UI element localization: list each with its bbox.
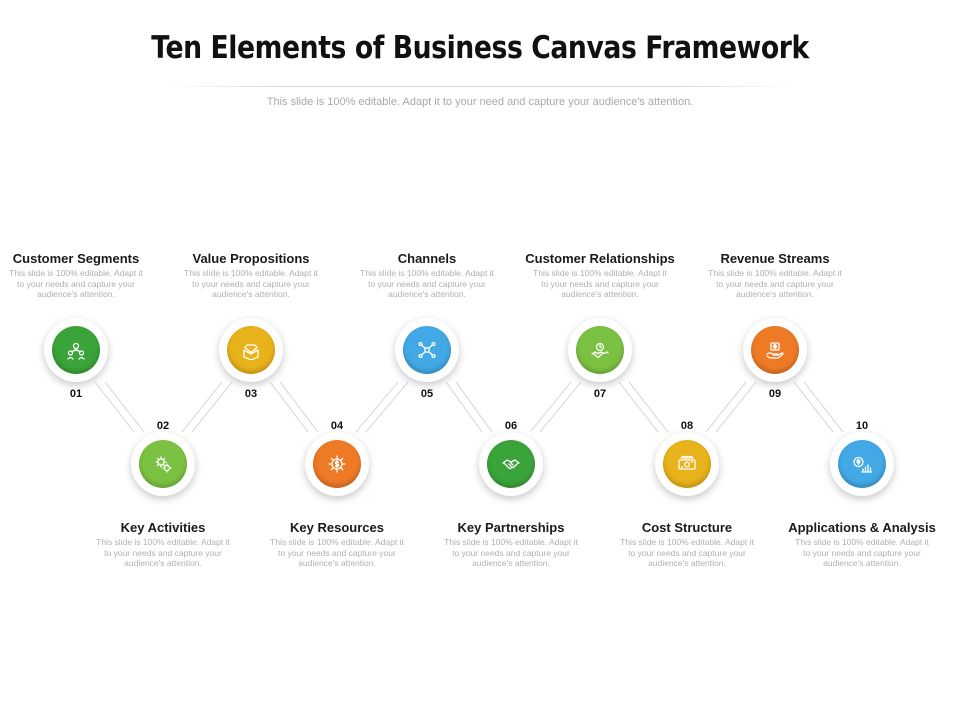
step-node-core (838, 440, 886, 488)
connector-line (705, 381, 747, 433)
step-number: 08 (680, 420, 694, 432)
step-description: This slide is 100% editable. Adapt it to… (795, 537, 929, 568)
step-description: This slide is 100% editable. Adapt it to… (444, 537, 578, 568)
step-number: 04 (330, 420, 344, 432)
step-description: This slide is 100% editable. Adapt it to… (620, 537, 754, 568)
step-description: This slide is 100% editable. Adapt it to… (270, 537, 404, 568)
step-node (479, 432, 543, 496)
money-bills-icon (678, 455, 696, 470)
gear-dollar-icon (328, 455, 346, 473)
connector-line (803, 381, 844, 433)
step-node (743, 318, 807, 382)
diamond-box-icon (243, 344, 259, 360)
step-node-core (52, 326, 100, 374)
step-title: Channels (397, 251, 457, 266)
connector-line (365, 381, 409, 433)
step-number: 05 (420, 388, 434, 400)
step-node (568, 318, 632, 382)
step-number: 01 (69, 388, 83, 400)
connector-line (445, 381, 483, 433)
step-number: 09 (768, 388, 782, 400)
step-number: 02 (156, 420, 170, 432)
step-description: This slide is 100% editable. Adapt it to… (360, 268, 494, 299)
step-title: Key Activities (120, 520, 206, 535)
analytics-chart-icon (853, 456, 872, 473)
connector-line (628, 381, 669, 433)
step-title: Customer Relationships (525, 251, 675, 266)
step-title: Value Propositions (192, 251, 310, 266)
connector-line (355, 381, 399, 433)
step-node (131, 432, 195, 496)
connector-line (269, 381, 309, 433)
step-title: Key Resources (290, 520, 384, 535)
step-node-core (663, 440, 711, 488)
step-title: Applications & Analysis (788, 520, 936, 535)
connector-line (539, 381, 582, 433)
connector-line (529, 381, 572, 433)
connector-line (793, 381, 834, 433)
step-node (44, 318, 108, 382)
connector-line (181, 381, 223, 433)
step-node-core (139, 440, 187, 488)
step-description: This slide is 100% editable. Adapt it to… (533, 268, 667, 299)
step-node (655, 432, 719, 496)
step-node-core (313, 440, 361, 488)
step-description: This slide is 100% editable. Adapt it to… (9, 268, 143, 299)
slide-subtitle: This slide is 100% editable. Adapt it to… (266, 96, 694, 108)
step-description: This slide is 100% editable. Adapt it to… (96, 537, 230, 568)
step-node-core (487, 440, 535, 488)
step-number: 06 (504, 420, 518, 432)
handshake-icon (502, 459, 520, 470)
step-title: Revenue Streams (720, 251, 830, 266)
step-title: Cost Structure (641, 520, 733, 535)
connector-line (455, 381, 493, 433)
gears-icon (155, 456, 172, 473)
step-number: 07 (593, 388, 607, 400)
step-description: This slide is 100% editable. Adapt it to… (708, 268, 842, 299)
connector-line (104, 381, 145, 433)
step-node (830, 432, 894, 496)
step-node (305, 432, 369, 496)
connector-line (94, 381, 135, 433)
handshake-clock-icon (591, 342, 609, 359)
network-nodes-icon (418, 341, 436, 359)
step-node-core (576, 326, 624, 374)
step-description: This slide is 100% editable. Adapt it to… (184, 268, 318, 299)
hand-money-icon (766, 342, 784, 359)
customer-group-icon (67, 342, 85, 360)
connector-line (715, 381, 757, 433)
connector-line (279, 381, 319, 433)
step-title: Customer Segments (12, 251, 140, 266)
step-node (219, 318, 283, 382)
slide-title: Ten Elements of Business Canvas Framewor… (151, 30, 809, 66)
step-node-core (227, 326, 275, 374)
step-node-core (751, 326, 799, 374)
title-divider (165, 86, 795, 87)
connector-line (618, 381, 659, 433)
step-number: 10 (855, 420, 869, 432)
step-number: 03 (244, 388, 258, 400)
step-node-core (403, 326, 451, 374)
connector-line (191, 381, 233, 433)
step-title: Key Partnerships (457, 520, 565, 535)
step-node (395, 318, 459, 382)
